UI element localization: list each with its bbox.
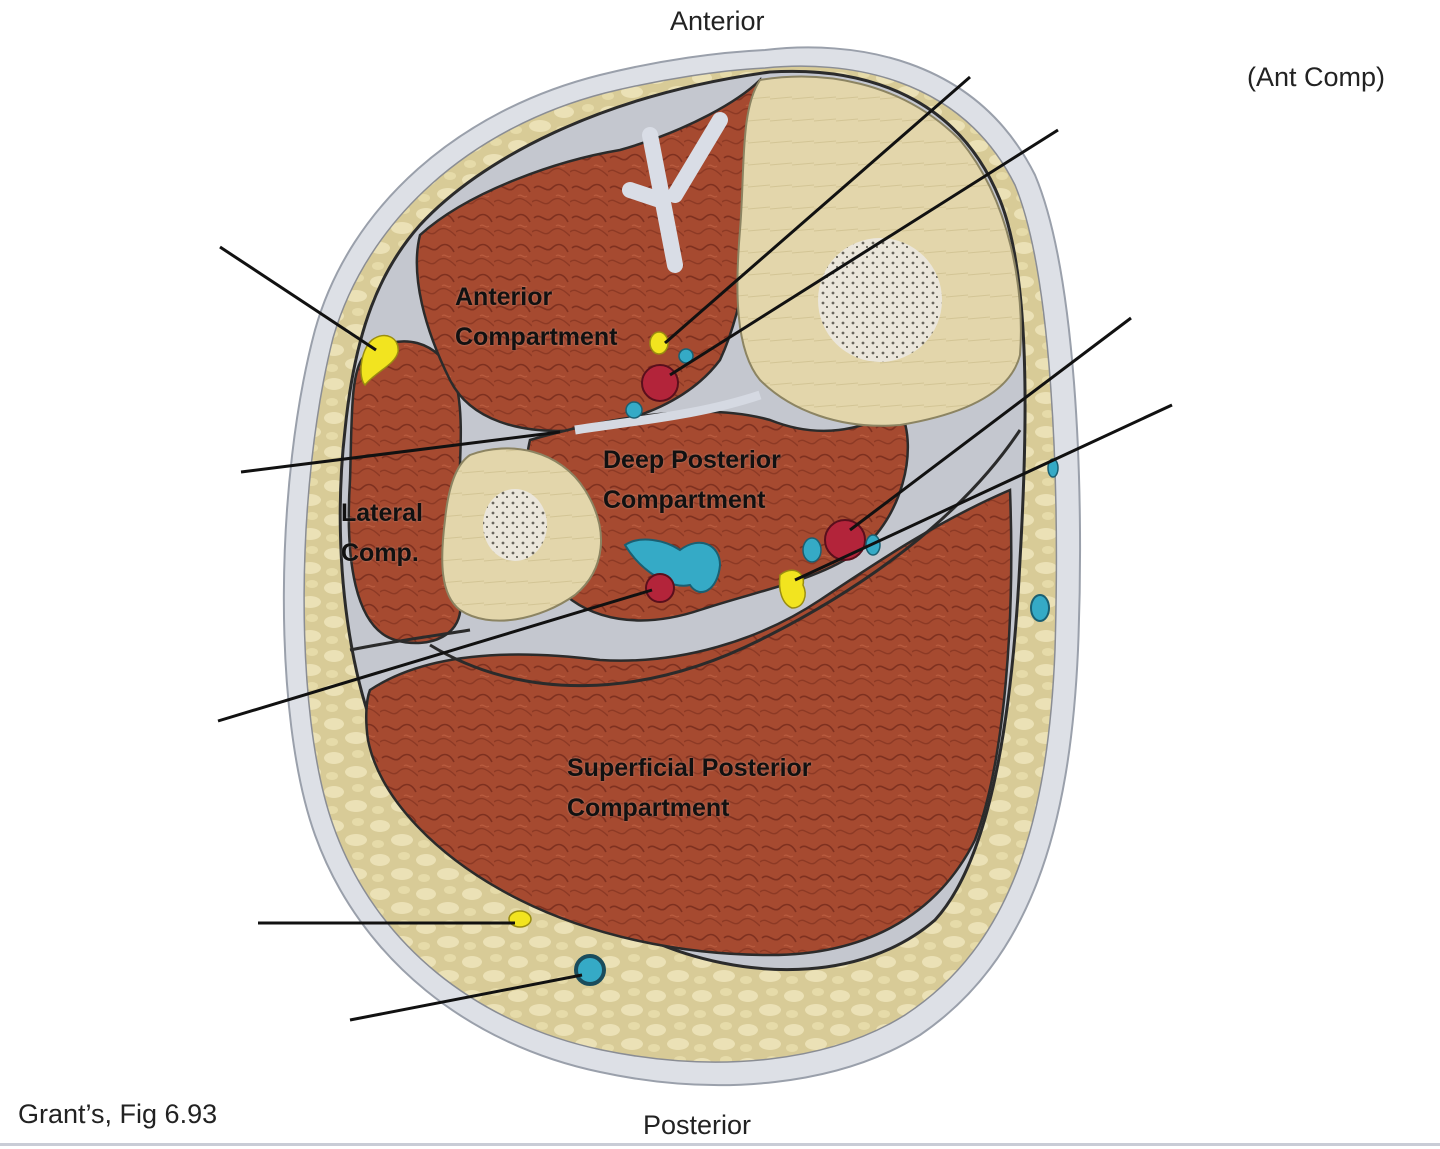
leader-line-fibular-artery [217, 588, 653, 723]
anterior-orientation-label: Anterior [670, 6, 765, 36]
lateral-compartment-label: Lateral Comp. [341, 493, 423, 573]
superficial-posterior-compartment-label: Superficial Posterior Compartment [567, 748, 812, 828]
anterior-tibial-vein [625, 401, 643, 419]
posterior-tibial-vein [802, 537, 822, 563]
interosseous-membrane [574, 390, 762, 435]
sural-nerve [508, 910, 532, 928]
fibula-marrow [483, 489, 547, 561]
anterior-tibial-vein-2 [678, 348, 694, 364]
anterior-compartment-label: Anterior Compartment [455, 277, 618, 357]
lateral-compartment-label-line1: Lateral [341, 499, 423, 527]
transverse-septum [429, 429, 1022, 688]
leader-line-superficial-fibular-nerve [219, 245, 377, 352]
deep-posterior-compartment-label: Deep Posterior Compartment [603, 440, 781, 520]
fibular-artery [645, 573, 675, 603]
bottom-divider [0, 1143, 1440, 1146]
leader-line-interosseous-membrane [240, 430, 561, 474]
small-saphenous-vein [574, 954, 606, 986]
leader-lines [217, 75, 1173, 1022]
tibia-marrow [818, 238, 942, 362]
deep-posterior-compartment-label-line1: Deep Posterior [603, 446, 781, 474]
anterior-compartment-label-line2: Compartment [455, 323, 618, 351]
header-note: (Ant Comp) [1247, 62, 1386, 92]
posterior-tibial-artery [824, 519, 866, 561]
leader-line-deep-fibular-nerve [664, 75, 971, 345]
leader-line-small-saphenous-vein [349, 973, 583, 1022]
septum-tendon-white [622, 112, 728, 273]
figure-source-caption: Grant’s, Fig 6.93 [18, 1099, 218, 1129]
leader-line-tibial-nerve [794, 403, 1173, 582]
posterior-orientation-label: Posterior [643, 1110, 752, 1140]
great-saphenous-vein [1030, 594, 1050, 622]
leader-line-posterior-tibial-artery [849, 316, 1132, 532]
superficial-posterior-compartment-label-line1: Superficial Posterior [567, 754, 812, 782]
lateral-compartment-label-line2: Comp. [341, 539, 419, 567]
leader-line-anterior-tibial-artery [669, 128, 1059, 377]
deep-posterior-compartment-label-line2: Compartment [603, 486, 766, 514]
deep-fibular-nerve [649, 331, 669, 355]
posterior-intermuscular-septum [349, 628, 471, 652]
superficial-fibular-nerve [360, 334, 399, 387]
superficial-posterior-compartment-label-line2: Compartment [567, 794, 730, 822]
superficial-posterior-compartment-muscle [365, 488, 1013, 957]
anterior-tibial-artery [641, 364, 679, 402]
anterior-compartment-label-line1: Anterior [455, 283, 553, 311]
